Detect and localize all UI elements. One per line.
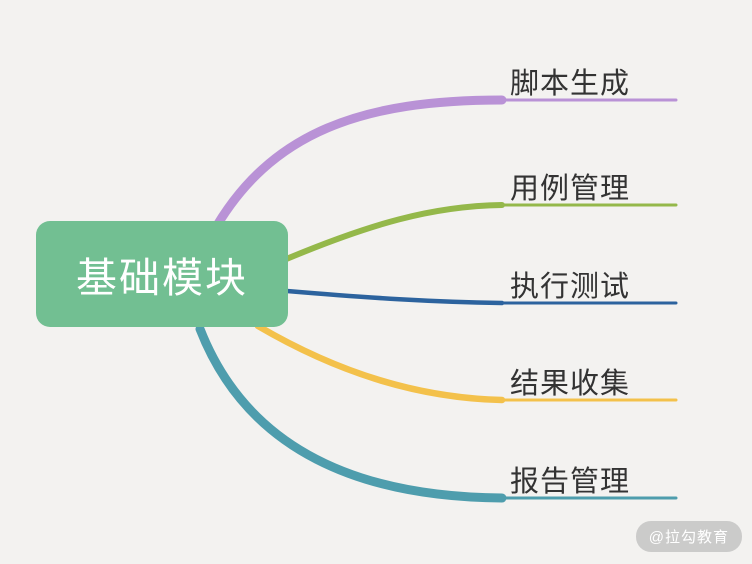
branch-label-execute-test: 执行测试 xyxy=(510,271,631,303)
branch-curve-execute-test xyxy=(284,288,505,306)
branch-curve-report-management xyxy=(195,324,507,503)
root-node-label: 基础模块 xyxy=(76,255,248,301)
branch-label-report-management: 报告管理 xyxy=(510,466,631,498)
branch-label-result-collection: 结果收集 xyxy=(510,368,631,400)
branch-curve-script-generation xyxy=(207,95,507,239)
branch-label-script-generation: 脚本生成 xyxy=(510,68,631,100)
branch-curve-case-management xyxy=(281,202,505,263)
root-node: 基础模块 xyxy=(36,221,288,327)
branch-label-case-management: 用例管理 xyxy=(510,173,631,205)
watermark-badge: @拉勾教育 xyxy=(635,521,742,552)
branch-curve-result-collection xyxy=(254,322,506,404)
